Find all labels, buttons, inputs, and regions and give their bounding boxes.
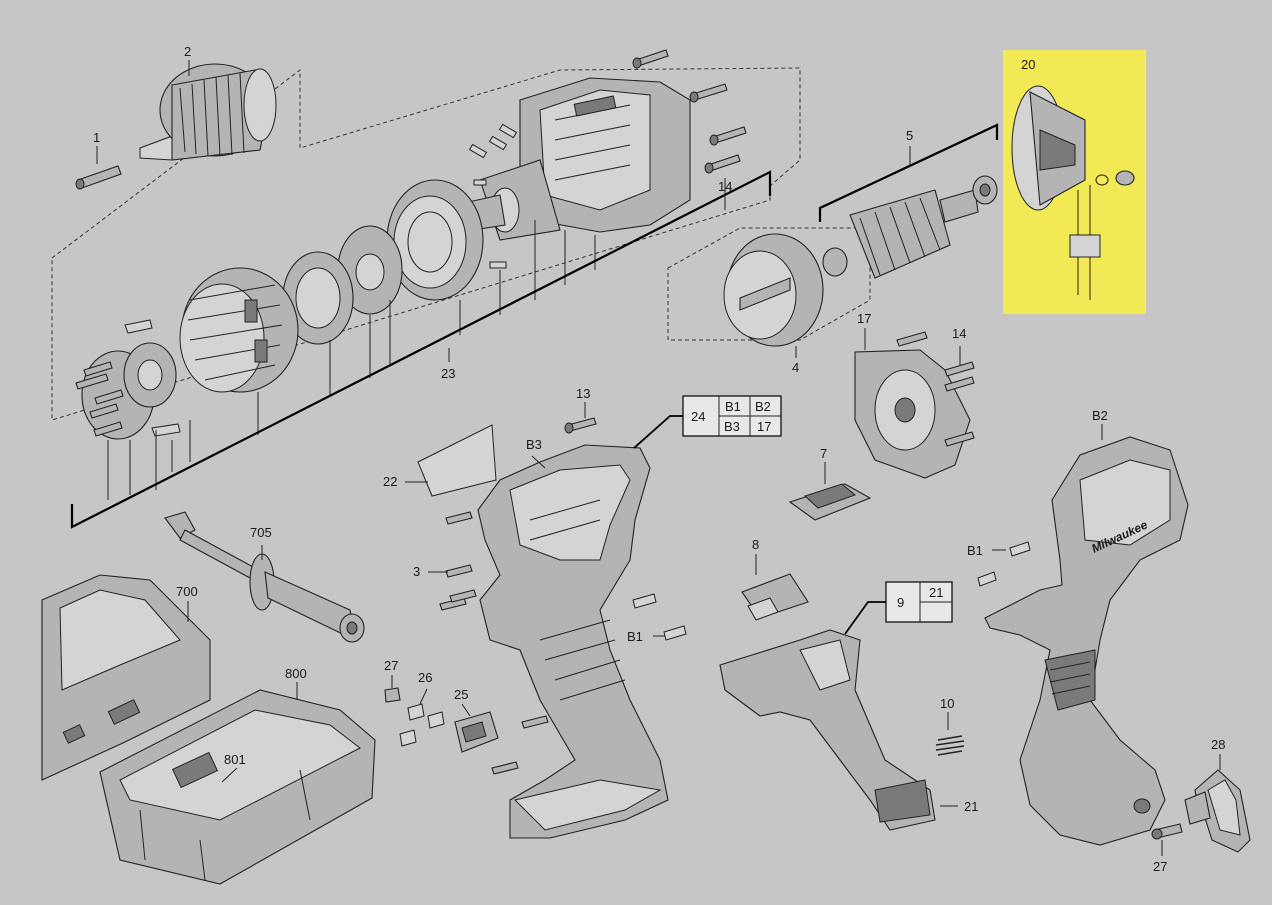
side-handle-705[interactable] (164, 511, 365, 643)
small-clips (124, 319, 181, 437)
kit-box-9[interactable]: 9 21 (885, 581, 953, 623)
label-22[interactable]: 22 (383, 474, 397, 489)
label-17[interactable]: 17 (857, 311, 871, 326)
motor-bracket-17[interactable] (854, 349, 971, 479)
label-14-right[interactable]: 14 (952, 326, 966, 341)
gear-pins (468, 123, 518, 269)
kit-24-number: 24 (691, 409, 705, 424)
switch-module-21[interactable] (719, 629, 936, 831)
screw-27-right[interactable] (1151, 823, 1183, 840)
pin-B1-mid[interactable] (632, 593, 687, 641)
screw-1-part[interactable] (75, 165, 122, 190)
kit-24-cell-b2: B2 (755, 399, 771, 414)
part-20-electronics[interactable] (1011, 85, 1135, 300)
label-13[interactable]: 13 (576, 386, 590, 401)
gear-case-housing[interactable] (454, 77, 691, 241)
label-20[interactable]: 20 (1021, 57, 1035, 72)
front-flange[interactable] (81, 342, 177, 440)
clutch-plates[interactable] (282, 225, 403, 345)
carry-case-800[interactable] (99, 689, 376, 885)
label-23[interactable]: 23 (441, 366, 455, 381)
bracket-screws[interactable] (896, 331, 975, 447)
label-801[interactable]: 801 (224, 752, 246, 767)
spring-10[interactable] (935, 735, 965, 756)
label-27-right[interactable]: 27 (1153, 859, 1167, 874)
chuck-part[interactable] (139, 63, 277, 161)
part-25-block[interactable] (454, 711, 499, 753)
label-B2[interactable]: B2 (1092, 408, 1108, 423)
housing-screws-left[interactable] (439, 511, 549, 775)
part-27-screw[interactable] (384, 687, 401, 703)
label-8[interactable]: 8 (752, 537, 759, 552)
kit-24-cell-b3: B3 (724, 419, 740, 434)
label-2[interactable]: 2 (184, 44, 191, 59)
kit-24-cell-b1: B1 (725, 399, 741, 414)
label-27-left[interactable]: 27 (384, 658, 398, 673)
label-3[interactable]: 3 (413, 564, 420, 579)
housing-half-B3[interactable] (477, 444, 669, 839)
screw-13[interactable] (564, 417, 597, 434)
gearbox-dashed-outline (51, 67, 801, 421)
direction-switch-7[interactable] (788, 483, 872, 521)
motor-rotor[interactable] (822, 175, 998, 279)
label-1[interactable]: 1 (93, 130, 100, 145)
pin-B1-right[interactable] (977, 541, 1031, 587)
label-28[interactable]: 28 (1211, 737, 1225, 752)
housing-half-B2[interactable]: Milwaukee (984, 436, 1189, 846)
part-26-clips[interactable] (399, 703, 445, 747)
label-B1-mid[interactable]: B1 (627, 629, 643, 644)
bracket-5 (818, 123, 999, 222)
flange-screws[interactable] (75, 361, 124, 437)
part-labels: 1 2 3 4 5 7 8 10 13 14 14 17 20 21 22 23… (93, 44, 1225, 874)
carry-case-700[interactable] (41, 574, 211, 781)
motor-stator[interactable] (723, 233, 824, 347)
label-B1-right[interactable]: B1 (967, 543, 983, 558)
label-7[interactable]: 7 (820, 446, 827, 461)
label-26[interactable]: 26 (418, 670, 432, 685)
clutch-ring-gear[interactable] (386, 179, 484, 301)
bracket-23 (70, 170, 772, 529)
label-10[interactable]: 10 (940, 696, 954, 711)
label-800[interactable]: 800 (285, 666, 307, 681)
kit-24-cell-17: 17 (757, 419, 771, 434)
housing-screws[interactable] (632, 49, 747, 174)
label-plate-22[interactable] (417, 424, 497, 497)
label-700[interactable]: 700 (176, 584, 198, 599)
label-B3[interactable]: B3 (526, 437, 542, 452)
trigger-cover-8[interactable] (741, 573, 809, 621)
kit-9-number: 9 (897, 595, 904, 610)
clutch-cage[interactable] (179, 267, 299, 393)
label-25[interactable]: 25 (454, 687, 468, 702)
belt-clip-28[interactable] (1184, 769, 1251, 853)
kit-box-24[interactable]: 24 B1 B2 B3 17 (682, 395, 782, 437)
label-4[interactable]: 4 (792, 360, 799, 375)
label-705[interactable]: 705 (250, 525, 272, 540)
label-5[interactable]: 5 (906, 128, 913, 143)
label-21[interactable]: 21 (964, 799, 978, 814)
label-14-top[interactable]: 14 (718, 179, 732, 194)
kit-9-cell-21: 21 (929, 585, 943, 600)
